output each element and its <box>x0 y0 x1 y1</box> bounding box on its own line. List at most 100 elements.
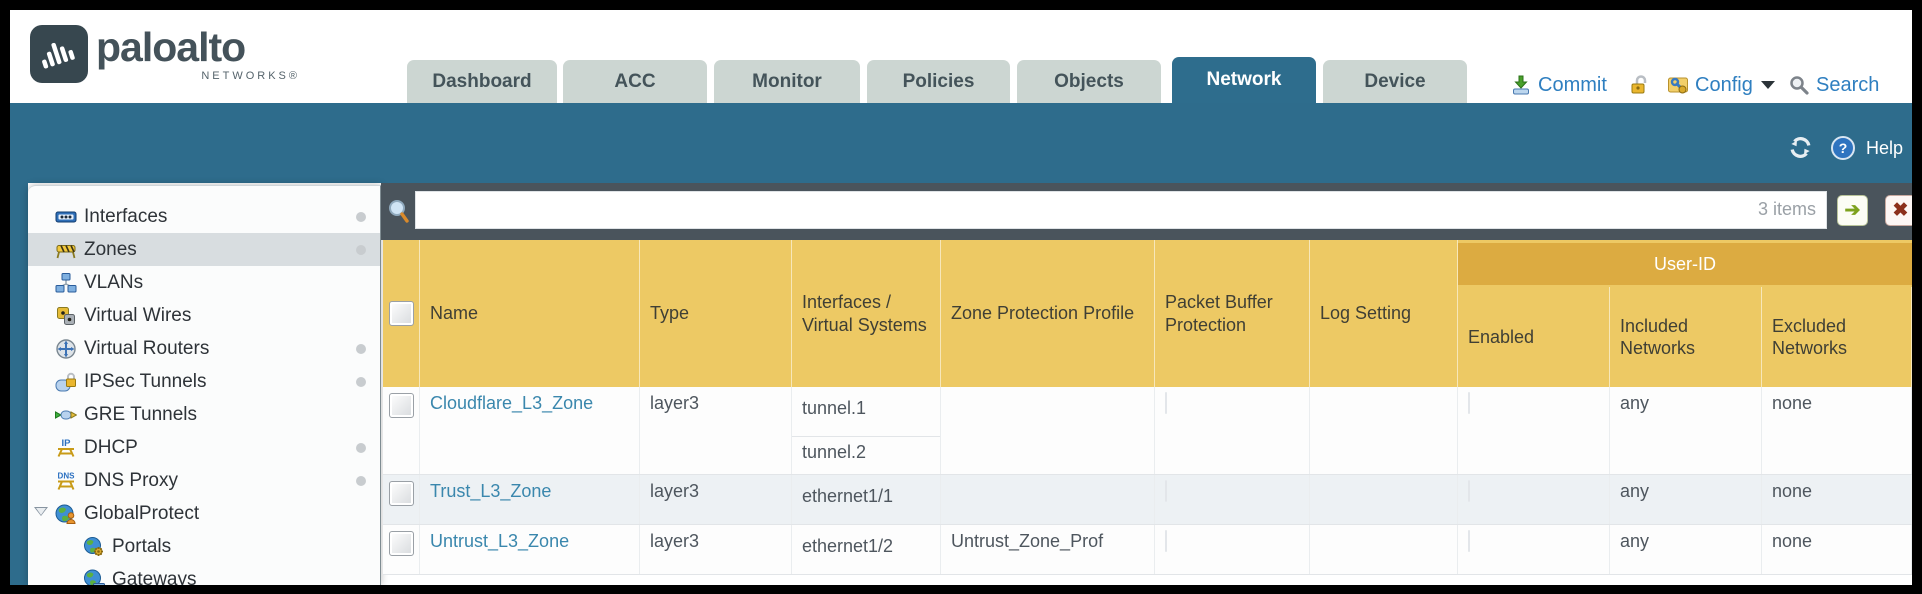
sidebar-item-portals[interactable]: Portals <box>28 530 380 563</box>
zone-name-link[interactable]: Trust_L3_Zone <box>430 481 552 501</box>
sidebar-item-ipsec-tunnels[interactable]: IPSec Tunnels <box>28 365 380 398</box>
cell-excluded-networks: none <box>1762 525 1912 574</box>
sidebar-item-label: DNS Proxy <box>84 469 178 491</box>
tab-policies[interactable]: Policies <box>867 60 1010 103</box>
filter-input-wrap: 3 items <box>415 191 1827 229</box>
config-label: Config <box>1695 73 1753 96</box>
help-icon: ? <box>1831 136 1855 160</box>
sidebar-item-gre-tunnels[interactable]: GRE Tunnels <box>28 398 380 431</box>
tab-monitor[interactable]: Monitor <box>714 60 860 103</box>
zone-name-link[interactable]: Untrust_L3_Zone <box>430 531 570 551</box>
sidebar-item-label: Portals <box>112 535 172 557</box>
sidebar-item-label: GRE Tunnels <box>84 403 197 425</box>
commit-label: Commit <box>1538 73 1607 96</box>
cell-name: Cloudflare_L3_Zone <box>420 387 640 474</box>
sidebar-item-label: GlobalProtect <box>84 502 200 524</box>
portals-icon <box>83 536 105 558</box>
brand-sub: NETWORKS® <box>201 70 300 82</box>
packet-buffer-protection-checkbox[interactable] <box>1165 530 1167 552</box>
sidebar-item-globalprotect[interactable]: GlobalProtect <box>28 497 380 530</box>
sidebar-item-virtual-routers[interactable]: Virtual Routers <box>28 332 380 365</box>
column-header-type[interactable]: Type <box>640 240 792 387</box>
row-checkbox[interactable] <box>388 531 414 556</box>
cell-type: layer3 <box>640 475 792 524</box>
cell-user-id-enabled <box>1458 525 1610 574</box>
status-dot <box>356 376 366 387</box>
column-header-name[interactable]: Name <box>420 240 640 387</box>
column-header-packet-buffer-protection[interactable]: Packet Buffer Protection <box>1155 240 1310 387</box>
tab-device[interactable]: Device <box>1323 60 1467 103</box>
help-button[interactable]: ? Help <box>1830 135 1903 161</box>
cell-log-setting <box>1310 525 1458 574</box>
cell-zone-protection-profile <box>941 387 1155 474</box>
column-header-interfaces-virtual-systems[interactable]: Interfaces / Virtual Systems <box>792 240 941 387</box>
globalprotect-icon <box>55 503 77 525</box>
sidebar-item-label: DHCP <box>84 436 138 458</box>
config-menu[interactable]: Config <box>1667 70 1775 100</box>
column-header-log-setting[interactable]: Log Setting <box>1310 240 1458 387</box>
cell-select <box>383 387 420 474</box>
filter-input[interactable] <box>422 194 1716 226</box>
cell-select <box>383 525 420 574</box>
sidebar-item-label: Gateways <box>112 568 197 586</box>
cell-included-networks: any <box>1610 387 1762 474</box>
vlans-icon <box>55 272 77 294</box>
svg-text:DNS: DNS <box>58 471 76 480</box>
cell-name: Untrust_L3_Zone <box>420 525 640 574</box>
commit-button[interactable]: Commit <box>1510 70 1607 100</box>
expander-triangle-icon[interactable] <box>34 507 48 516</box>
cell-zone-protection-profile: Untrust_Zone_Prof <box>941 525 1155 574</box>
zone-name-link[interactable]: Cloudflare_L3_Zone <box>430 393 594 413</box>
sidebar-item-label: Zones <box>84 238 137 260</box>
sidebar-item-virtual-wires[interactable]: Virtual Wires <box>28 299 380 332</box>
caret-down-icon <box>1760 81 1775 89</box>
filter-magnifier-icon <box>389 200 409 223</box>
column-header-excluded-networks[interactable]: Excluded Networks <box>1762 287 1912 387</box>
packet-buffer-protection-checkbox[interactable] <box>1165 392 1167 414</box>
ipsec-tunnels-icon <box>55 371 77 393</box>
cell-type: layer3 <box>640 525 792 574</box>
user-id-enabled-checkbox[interactable] <box>1468 392 1470 414</box>
cell-name: Trust_L3_Zone <box>420 475 640 524</box>
refresh-button[interactable] <box>1788 135 1813 160</box>
filter-toolbar: 3 items ➔ ✖ <box>381 183 1912 240</box>
search-button[interactable]: Search <box>1788 70 1879 100</box>
sidebar-item-vlans[interactable]: VLANs <box>28 266 380 299</box>
teal-band <box>10 103 1912 183</box>
column-header-zone-protection-profile[interactable]: Zone Protection Profile <box>941 240 1155 387</box>
lock-button[interactable] <box>1628 70 1650 100</box>
column-header-included-networks[interactable]: Included Networks <box>1610 287 1762 387</box>
user-id-enabled-checkbox[interactable] <box>1468 530 1470 552</box>
interface-entry: tunnel.1 <box>792 387 940 437</box>
sidebar-item-gateways[interactable]: Gateways <box>28 563 380 585</box>
clear-filter-button[interactable]: ✖ <box>1885 195 1912 226</box>
column-header-enabled[interactable]: Enabled <box>1458 287 1610 387</box>
apply-filter-button[interactable]: ➔ <box>1837 195 1868 226</box>
gateways-icon <box>83 569 105 585</box>
status-dot <box>356 244 366 255</box>
tab-acc[interactable]: ACC <box>563 60 707 103</box>
sidebar-item-zones[interactable]: Zones <box>28 233 380 266</box>
user-id-enabled-checkbox[interactable] <box>1468 480 1470 502</box>
tab-network[interactable]: Network <box>1172 57 1316 103</box>
status-dot <box>356 442 366 453</box>
cell-packet-buffer-protection <box>1155 475 1310 524</box>
help-label: Help <box>1866 137 1904 158</box>
sidebar-item-interfaces[interactable]: Interfaces <box>28 200 380 233</box>
cell-packet-buffer-protection <box>1155 387 1310 474</box>
row-checkbox[interactable] <box>388 393 414 418</box>
svg-text:?: ? <box>1839 140 1848 156</box>
row-checkbox[interactable] <box>388 481 414 506</box>
tab-dashboard[interactable]: Dashboard <box>407 60 557 103</box>
sidebar-item-dns-proxy[interactable]: DNS DNS Proxy <box>28 464 380 497</box>
cell-user-id-enabled <box>1458 387 1610 474</box>
packet-buffer-protection-checkbox[interactable] <box>1165 480 1167 502</box>
select-all-checkbox[interactable] <box>388 301 414 326</box>
status-dot <box>356 475 366 486</box>
tab-objects[interactable]: Objects <box>1017 60 1161 103</box>
